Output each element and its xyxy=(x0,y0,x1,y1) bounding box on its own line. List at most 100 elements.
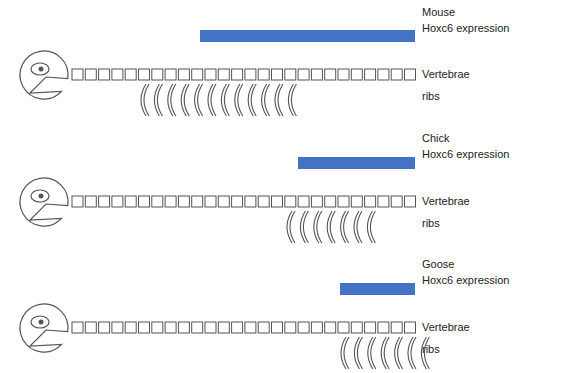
vertebra xyxy=(298,196,309,207)
vertebra xyxy=(258,69,269,80)
vertebra xyxy=(165,69,176,80)
vertebra xyxy=(391,196,402,207)
vertebra xyxy=(272,196,283,207)
expression-bar xyxy=(298,157,415,169)
head-outline xyxy=(20,178,68,226)
vertebra xyxy=(405,196,416,207)
vertebra xyxy=(351,69,362,80)
vertebra xyxy=(272,322,283,333)
vertebra xyxy=(85,196,96,207)
vertebra xyxy=(72,69,83,80)
vertebra xyxy=(232,196,243,207)
rib xyxy=(395,337,403,369)
rib xyxy=(368,337,376,369)
vertebra xyxy=(112,322,123,333)
vertebra xyxy=(205,322,216,333)
vertebra xyxy=(245,69,256,80)
vertebra xyxy=(178,69,189,80)
vertebra xyxy=(85,69,96,80)
head-outline xyxy=(20,304,68,352)
vertebra xyxy=(218,196,229,207)
vertebra xyxy=(365,322,376,333)
species-label: Chick xyxy=(422,132,450,145)
rib xyxy=(195,84,203,116)
rib xyxy=(341,211,349,243)
vertebra xyxy=(139,196,150,207)
vertebra xyxy=(311,196,322,207)
rib xyxy=(262,84,270,116)
eye xyxy=(31,63,49,75)
head-outline xyxy=(20,51,68,99)
expression-bar xyxy=(200,30,415,42)
vertebra xyxy=(112,196,123,207)
vertebra xyxy=(338,196,349,207)
eye xyxy=(31,190,49,202)
vertebra xyxy=(178,196,189,207)
vertebra xyxy=(152,322,163,333)
vertebra xyxy=(205,69,216,80)
vertebra xyxy=(99,322,110,333)
pupil xyxy=(39,194,44,199)
vertebra xyxy=(72,322,83,333)
vertebra xyxy=(338,322,349,333)
vertebra xyxy=(311,322,322,333)
vertebra xyxy=(272,69,283,80)
vertebra xyxy=(232,322,243,333)
vertebra xyxy=(99,69,110,80)
vertebra xyxy=(378,322,389,333)
vertebra xyxy=(391,69,402,80)
rib xyxy=(354,337,362,369)
gene-label: Hoxc6 expression xyxy=(422,22,509,35)
gene-label: Hoxc6 expression xyxy=(422,274,509,287)
vertebrae-label: Vertebrae xyxy=(422,321,470,334)
vertebra xyxy=(391,322,402,333)
vertebra xyxy=(99,196,110,207)
rib xyxy=(208,84,216,116)
vertebra xyxy=(165,322,176,333)
rib xyxy=(141,84,149,116)
rib xyxy=(408,337,416,369)
vertebra xyxy=(285,196,296,207)
vertebra xyxy=(139,69,150,80)
vertebra xyxy=(232,69,243,80)
pupil xyxy=(39,320,44,325)
pupil xyxy=(39,67,44,72)
vertebra xyxy=(405,322,416,333)
rib xyxy=(314,211,322,243)
rib xyxy=(287,211,295,243)
vertebra xyxy=(311,69,322,80)
vertebrae-label: Vertebrae xyxy=(422,68,470,81)
rib xyxy=(181,84,189,116)
vertebra xyxy=(351,196,362,207)
vertebra xyxy=(325,196,336,207)
vertebra xyxy=(378,69,389,80)
vertebra xyxy=(192,69,203,80)
ribs-label: ribs xyxy=(422,217,440,230)
vertebrae-label: Vertebrae xyxy=(422,195,470,208)
vertebra xyxy=(205,196,216,207)
vertebra xyxy=(285,322,296,333)
vertebra xyxy=(178,322,189,333)
vertebra xyxy=(365,69,376,80)
vertebra xyxy=(152,69,163,80)
ribs-label: ribs xyxy=(422,90,440,103)
vertebra xyxy=(325,69,336,80)
rib xyxy=(354,211,362,243)
vertebra xyxy=(218,69,229,80)
vertebra xyxy=(258,196,269,207)
vertebra xyxy=(139,322,150,333)
vertebra xyxy=(245,322,256,333)
rib xyxy=(381,337,389,369)
rib xyxy=(327,211,335,243)
rib xyxy=(235,84,243,116)
vertebra xyxy=(285,69,296,80)
species-label: Goose xyxy=(422,258,454,271)
vertebra xyxy=(338,69,349,80)
vertebra xyxy=(192,196,203,207)
species-label: Mouse xyxy=(422,6,455,19)
vertebra xyxy=(298,69,309,80)
gene-label: Hoxc6 expression xyxy=(422,148,509,161)
vertebra xyxy=(125,69,136,80)
